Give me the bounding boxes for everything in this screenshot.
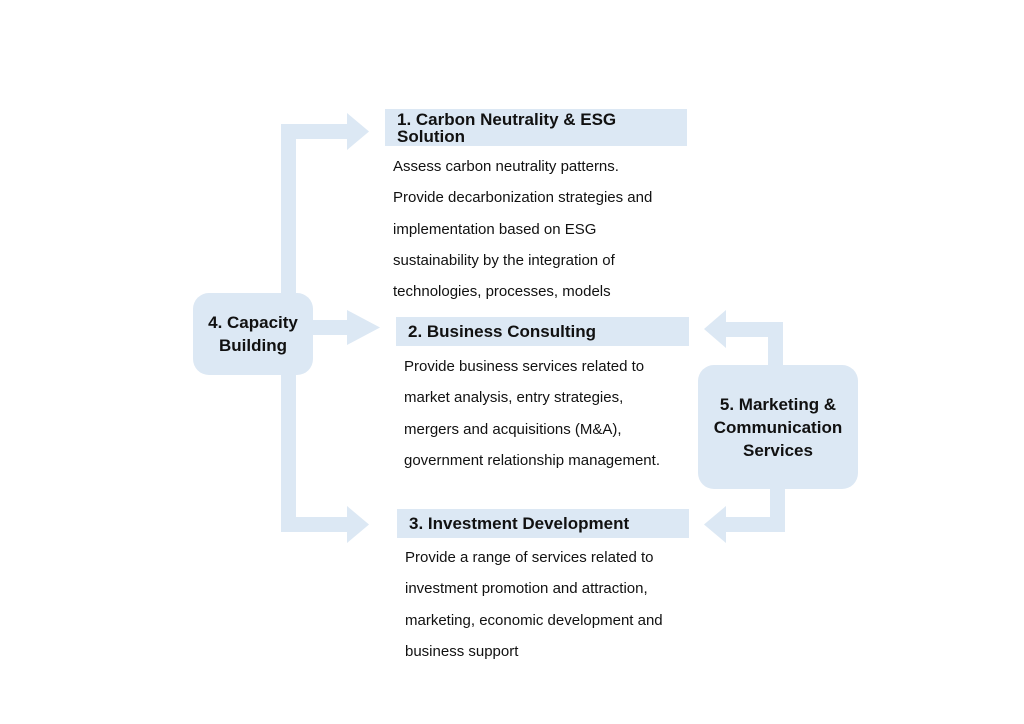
section-2-line: market analysis, entry strategies, xyxy=(404,389,624,407)
section-1-description: Assess carbon neutrality patterns. Provi… xyxy=(393,151,652,307)
section-1-line: implementation based on ESG xyxy=(393,220,597,238)
section-2-line: mergers and acquisitions (M&A), xyxy=(404,420,622,438)
arrow-3-head xyxy=(347,506,369,543)
section-2-description: Provide business services related to mar… xyxy=(404,351,660,476)
section-3-header: 3. Investment Development xyxy=(397,509,689,538)
capacity-box-line: Building xyxy=(219,336,287,355)
marketing-box-line: Services xyxy=(743,440,813,460)
section-2-header: 2. Business Consulting xyxy=(396,317,689,346)
section-2-line: Provide business services related to xyxy=(404,358,645,375)
section-1-header: 1. Carbon Neutrality & ESG Solution xyxy=(385,109,687,146)
section-2-line: government relationship management. xyxy=(404,451,660,469)
arrow-1-shaft xyxy=(281,124,351,139)
section-3-description: Provide a range of services related to i… xyxy=(405,542,663,667)
marketing-communication-box: 5. Marketing & Communication Services xyxy=(698,365,858,489)
section-2-title: 2. Business Consulting xyxy=(408,322,596,341)
arrow-4-shaft xyxy=(722,322,783,337)
capacity-building-box: 4. Capacity Building xyxy=(193,293,313,375)
marketing-box-line: 5. Marketing & xyxy=(719,394,837,414)
arrow-5-shaft xyxy=(722,517,785,532)
marketing-box-line: Communication xyxy=(713,417,843,437)
section-3-line: investment promotion and attraction, xyxy=(405,580,648,598)
arrow-5-head xyxy=(704,506,726,543)
arrow-4-head xyxy=(704,310,726,348)
section-1-title: 1. Carbon Neutrality & ESG Solution xyxy=(397,109,617,146)
arrow-2-head xyxy=(347,310,380,345)
section-1-line: sustainability by the integration of xyxy=(393,251,615,269)
section-3-title: 3. Investment Development xyxy=(409,514,630,533)
section-3-line: Provide a range of services related to xyxy=(405,549,654,566)
arrow-2-shaft xyxy=(310,320,351,335)
section-1-line: Assess carbon neutrality patterns. xyxy=(393,158,619,175)
arrow-3-shaft xyxy=(281,517,351,532)
arrow-1-head xyxy=(347,113,369,150)
capacity-box-line: 4. Capacity xyxy=(208,313,298,332)
section-1-line: Provide decarbonization strategies and xyxy=(393,189,653,207)
section-1-line: technologies, processes, models xyxy=(393,283,611,301)
section-3-line: business support xyxy=(405,642,519,660)
section-3-line: marketing, economic development and xyxy=(405,611,663,629)
